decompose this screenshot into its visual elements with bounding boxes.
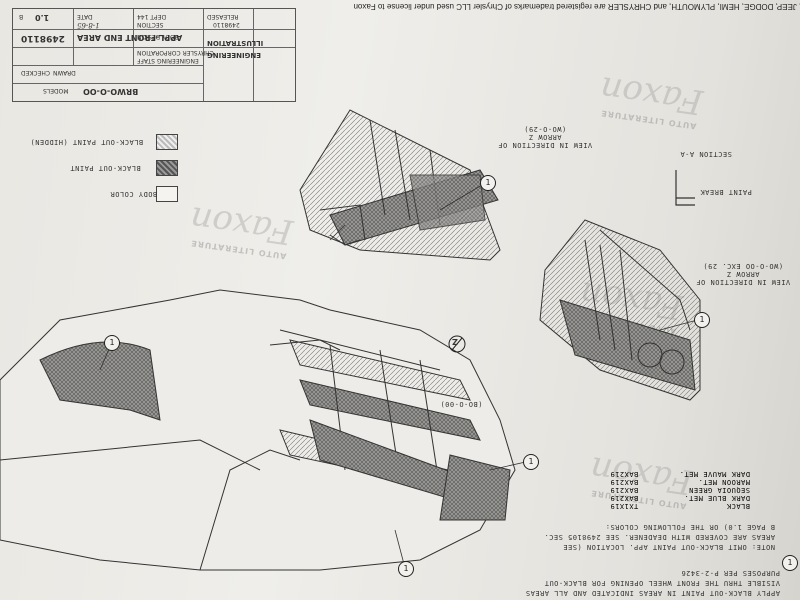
callout-marker: 1 (782, 555, 798, 571)
arrow-z-label: Z (452, 337, 458, 346)
main-view-label: (BO-O-00) (440, 400, 483, 408)
legend-body-swatch (156, 186, 178, 202)
view-z-right-label: VIEW IN DIRECTION OF ARROW Z(WO-O-OO EXC… (695, 262, 791, 286)
callout-marker: 1 (694, 312, 710, 328)
legend-hidden-swatch (156, 134, 178, 150)
main-front-end-drawing (0, 289, 516, 571)
callout-marker: 1 (480, 175, 496, 191)
right-view-drawing (539, 219, 701, 401)
callout-marker: 1 (398, 561, 414, 577)
section-aa-drawing (675, 170, 695, 206)
arrow-z-marker (448, 335, 466, 353)
section-aa-label: SECTION A-A (680, 150, 732, 158)
view-z-upper-label: VIEW IN DIRECTION OF ARROW Z(WO-O-29) (497, 125, 593, 149)
callout-marker: 1 (523, 454, 539, 470)
callout-marker: 1 (104, 335, 120, 351)
paint-break-label: PAINT BREAK (700, 188, 752, 196)
upper-view-drawing (299, 109, 501, 261)
legend-blackout-swatch (156, 160, 178, 176)
note-2: NOTE: OMIT BLACK-OUT PAINT APP. LOCATION… (543, 523, 775, 551)
title-block: B 1.0 2498110 APPL-FRONT END AREA DEPT 1… (12, 8, 296, 102)
note-1: APPLY BLACK-OUT PAINT IN AREAS INDICATED… (525, 569, 780, 597)
note-reference: P-2-3426 (680, 569, 719, 577)
